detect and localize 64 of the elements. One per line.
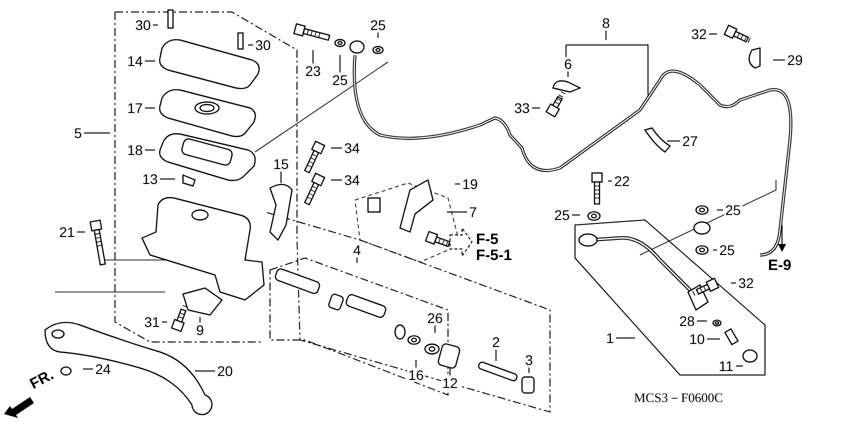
callout-number: 18: [126, 143, 144, 157]
leader-line: [248, 44, 254, 46]
leader-line: [608, 180, 612, 182]
leader-line: [280, 171, 282, 184]
callout-number: 14: [126, 54, 144, 68]
callout-number: 10: [688, 332, 706, 346]
callout-number: 34: [343, 173, 361, 187]
callout-number: 11: [718, 359, 734, 373]
leader-line: [160, 178, 176, 180]
callout-number: 25: [718, 243, 736, 257]
leader-line: [572, 214, 580, 216]
leader-line: [312, 50, 314, 64]
leader-line: [144, 60, 156, 62]
leader-line: [152, 24, 158, 26]
callout-number: 9: [195, 323, 205, 337]
callout-number: 13: [141, 172, 159, 186]
callout-number: 34: [343, 141, 361, 155]
callout-number: 21: [58, 225, 76, 239]
callout-number: 7: [468, 205, 478, 219]
callout-number: 26: [426, 311, 444, 325]
callout-number: 8: [601, 16, 611, 30]
callout-number: 24: [94, 362, 112, 376]
leader-line: [356, 257, 358, 264]
callout-number: 2: [491, 335, 501, 349]
leader-line: [730, 282, 736, 284]
reference-label: F-5: [476, 232, 498, 248]
callout-number: 6: [563, 57, 573, 71]
callout-number: 25: [553, 208, 571, 222]
callout-number: 32: [690, 27, 708, 41]
leader-line: [434, 325, 436, 334]
leader-line: [696, 320, 708, 322]
callout-number: 30: [254, 38, 272, 52]
leader-line: [666, 140, 680, 142]
callout-number: 25: [331, 73, 349, 87]
callout-number: 31: [143, 315, 161, 329]
callout-number: 15: [272, 157, 290, 171]
direction-label: FR.: [28, 367, 57, 393]
callout-number: 22: [613, 174, 631, 188]
reference-label: E-9: [768, 258, 792, 274]
callout-number: 19: [461, 177, 479, 191]
leader-line: [528, 367, 530, 374]
callout-number: 12: [441, 376, 459, 390]
callout-number: 33: [513, 101, 531, 115]
callout-number: 28: [678, 314, 696, 328]
reference-label: F-5-1: [476, 248, 512, 264]
callout-number: 5: [73, 126, 83, 140]
callout-number: 23: [304, 64, 322, 78]
leader-line: [84, 132, 110, 134]
callout-number: 32: [737, 276, 755, 290]
callout-number: 27: [681, 134, 699, 148]
callout-number: 25: [724, 203, 742, 217]
callout-number: 16: [407, 368, 425, 382]
callout-number: 4: [352, 243, 362, 257]
callout-number: 17: [126, 101, 144, 115]
callout-number: 1: [605, 331, 615, 345]
callout-number: 20: [216, 364, 234, 378]
leader-line: [82, 368, 94, 370]
callout-number: 3: [524, 353, 534, 367]
leader-line: [706, 338, 720, 340]
callout-number: 25: [369, 18, 387, 32]
leader-line: [194, 370, 216, 372]
callout-number: 29: [786, 53, 804, 67]
callout-number: 30: [134, 18, 152, 32]
drawing-code: MCS3－F0600C: [634, 390, 723, 406]
